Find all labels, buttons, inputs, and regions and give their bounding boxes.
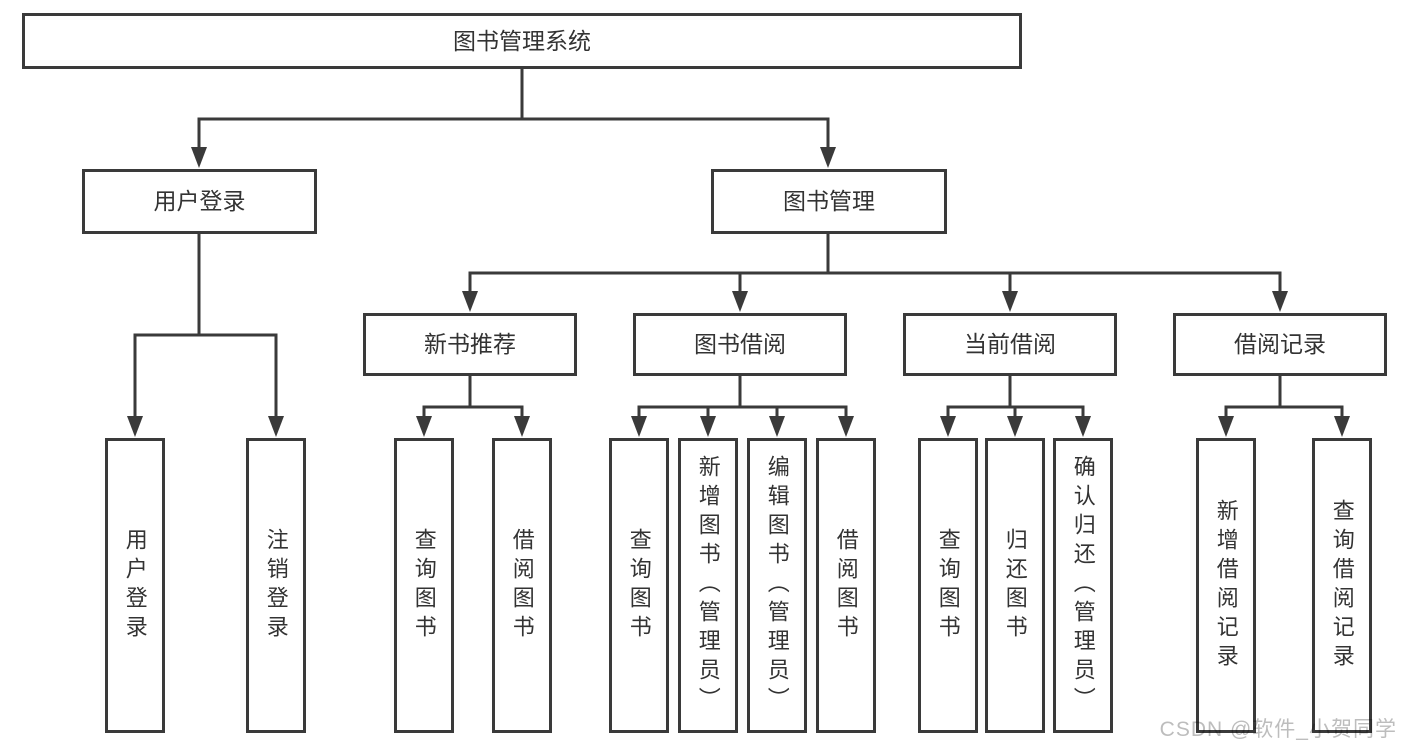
node-current-borrow: 当前借阅: [903, 313, 1117, 376]
leaf-add-book-admin: 新增图书（管理员）: [678, 438, 738, 733]
leaf-confirm-return-admin: 确认归还（管理员）: [1053, 438, 1113, 733]
arrowheads: [127, 147, 1350, 437]
node-user-login: 用户登录: [82, 169, 317, 234]
leaf-borrow-books-borrow: 借阅图书: [816, 438, 876, 733]
leaf-query-books-recommend: 查询图书: [394, 438, 454, 733]
watermark: CSDN @软件_小贺同学: [1159, 718, 1397, 741]
node-borrow-records: 借阅记录: [1173, 313, 1387, 376]
leaf-borrow-books-recommend: 借阅图书: [492, 438, 552, 733]
leaf-logout: 注销登录: [246, 438, 306, 733]
node-book-management: 图书管理: [711, 169, 947, 234]
leaf-query-books-current: 查询图书: [918, 438, 978, 733]
node-book-borrow: 图书借阅: [633, 313, 847, 376]
leaf-query-books-borrow: 查询图书: [609, 438, 669, 733]
node-new-book-recommend: 新书推荐: [363, 313, 577, 376]
leaf-user-login: 用户登录: [105, 438, 165, 733]
leaf-query-borrow-record: 查询借阅记录: [1312, 438, 1372, 733]
node-root-system: 图书管理系统: [22, 13, 1022, 69]
leaf-edit-book-admin: 编辑图书（管理员）: [747, 438, 807, 733]
leaf-add-borrow-record: 新增借阅记录: [1196, 438, 1256, 733]
leaf-return-books: 归还图书: [985, 438, 1045, 733]
